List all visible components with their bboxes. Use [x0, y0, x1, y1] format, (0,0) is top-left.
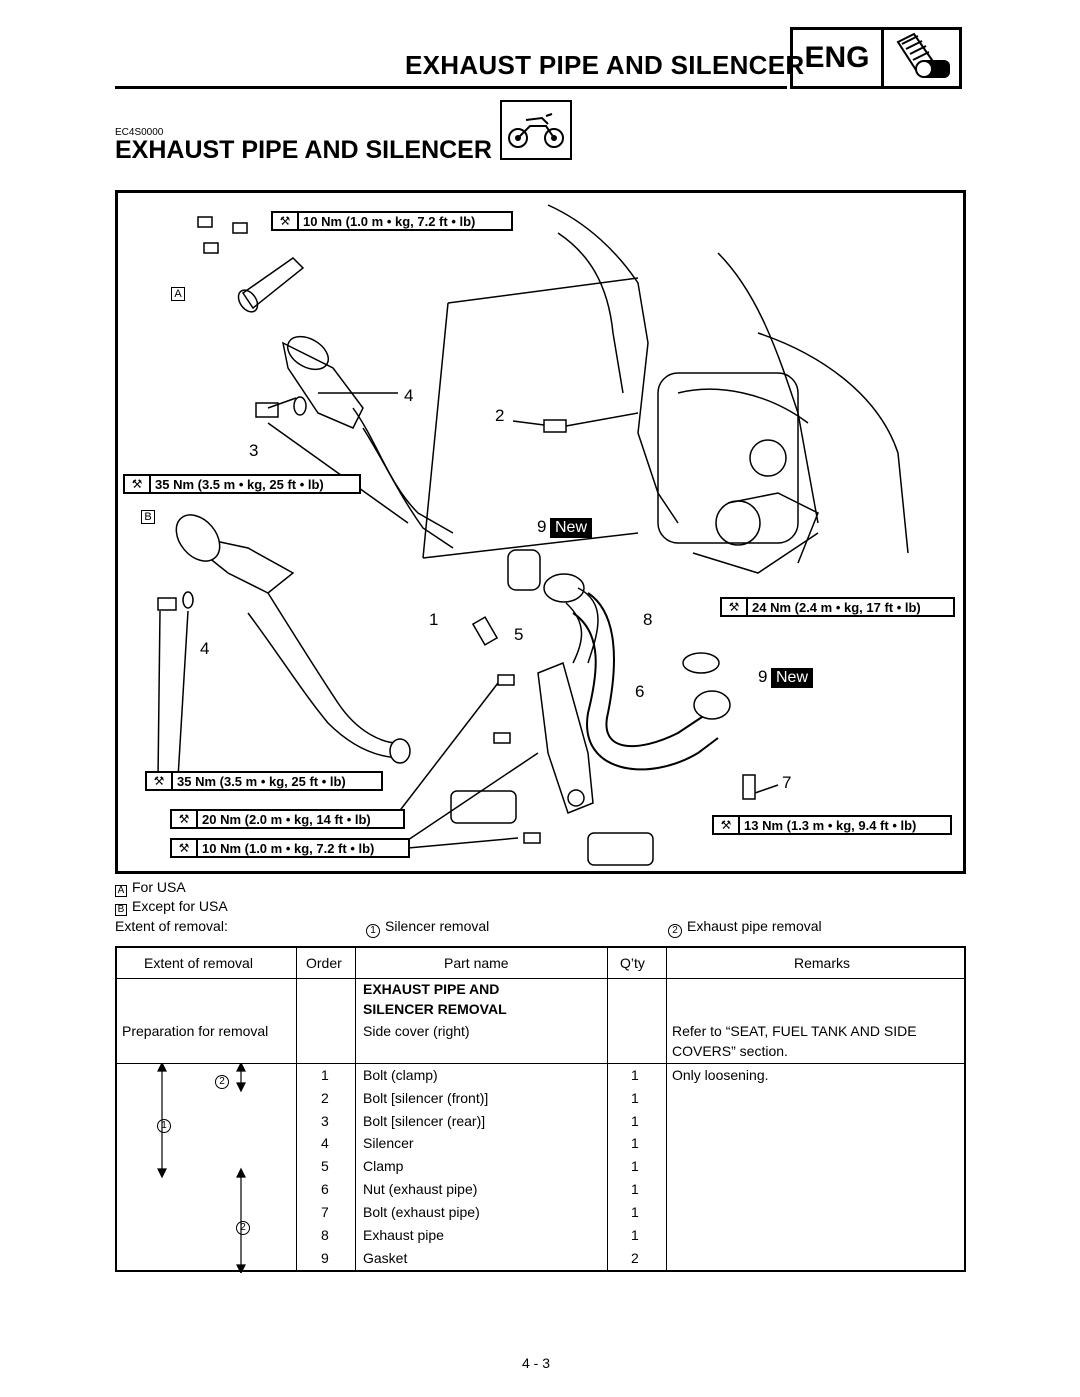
torque-wrench-icon: ⚒ [147, 773, 173, 789]
row-qty: 1 [631, 1181, 639, 1197]
row-qty: 1 [631, 1227, 639, 1243]
callout-number: 9 [758, 667, 768, 686]
group-title: SILENCER REMOVAL [363, 1001, 507, 1017]
torque-spec: ⚒ 24 Nm (2.4 m • kg, 17 ft • lb) [720, 597, 955, 617]
torque-wrench-icon: ⚒ [722, 599, 748, 615]
callout-number: 1 [429, 610, 439, 629]
torque-spec: ⚒ 10 Nm (1.0 m • kg, 7.2 ft • lb) [170, 838, 410, 858]
diagram-artwork [157, 204, 909, 866]
callout-number: 4 [200, 639, 210, 658]
callout-number: 9 [537, 517, 547, 536]
callout-number: 7 [782, 773, 792, 792]
col-header: Q’ty [620, 955, 645, 971]
col-header: Part name [444, 955, 509, 971]
callout-number: 5 [514, 625, 524, 644]
torque-wrench-icon: ⚒ [125, 476, 151, 492]
prep-part: Side cover (right) [363, 1023, 470, 1039]
page-number: 4 - 3 [522, 1355, 551, 1371]
row-qty: 2 [631, 1250, 639, 1266]
new-part-tag: New [550, 518, 593, 538]
row-qty: 1 [631, 1135, 639, 1151]
prep-remarks: Refer to “SEAT, FUEL TANK AND SIDE [672, 1023, 917, 1039]
extent-mark: 1 [157, 1113, 176, 1133]
torque-spec: ⚒ 35 Nm (3.5 m • kg, 25 ft • lb) [123, 474, 361, 494]
engine-icon [896, 32, 950, 78]
group-title: EXHAUST PIPE AND [363, 981, 500, 997]
row-part: Clamp [363, 1158, 404, 1174]
row-part: Exhaust pipe [363, 1227, 444, 1243]
row-part: Bolt (exhaust pipe) [363, 1204, 480, 1220]
section-title: EXHAUST PIPE AND SILENCER [115, 136, 492, 164]
row-order: 8 [321, 1227, 329, 1243]
torque-wrench-icon: ⚒ [172, 840, 198, 856]
callout-number: 8 [643, 610, 653, 629]
box-label-b: B [141, 510, 155, 524]
removal-table: Extent of removal Order Part name Q’ty R… [115, 946, 966, 1273]
callout-number: 6 [635, 682, 645, 701]
col-header: Remarks [794, 955, 851, 971]
motorcycle-icon [508, 113, 564, 148]
box-label-a: A [171, 287, 185, 301]
row-part: Bolt (clamp) [363, 1067, 438, 1083]
eng-badge: ENG [790, 27, 962, 89]
callout-number: 2 [495, 406, 505, 425]
row-qty: 1 [631, 1204, 639, 1220]
extent-mark: 2 [236, 1215, 255, 1235]
row-order: 3 [321, 1113, 329, 1129]
torque-wrench-icon: ⚒ [172, 811, 198, 827]
torque-spec: ⚒ 13 Nm (1.3 m • kg, 9.4 ft • lb) [712, 815, 952, 835]
row-part: Gasket [363, 1250, 408, 1266]
row-qty: 1 [631, 1113, 639, 1129]
page-header-title: EXHAUST PIPE AND SILENCER [405, 50, 805, 80]
torque-spec: ⚒ 20 Nm (2.0 m • kg, 14 ft • lb) [170, 809, 405, 829]
prep-remarks: COVERS” section. [672, 1043, 788, 1059]
row-order: 4 [321, 1135, 329, 1151]
row-order: 7 [321, 1204, 329, 1220]
row-part: Nut (exhaust pipe) [363, 1181, 478, 1197]
row-order: 9 [321, 1250, 329, 1266]
extent-label: Extent of removal: [115, 918, 228, 934]
extent-mark: 2 [215, 1069, 234, 1089]
callout-number: 4 [404, 386, 414, 405]
header-rule [115, 86, 787, 89]
row-order: 1 [321, 1067, 329, 1083]
torque-wrench-icon: ⚒ [273, 213, 299, 229]
callout-number: 3 [249, 441, 259, 460]
row-part: Bolt [silencer (rear)] [363, 1113, 486, 1129]
row-order: 5 [321, 1158, 329, 1174]
col-header: Extent of removal [144, 955, 253, 971]
frame-line [547, 204, 679, 524]
section-code: EC4S0000 [115, 127, 164, 138]
row-order: 6 [321, 1181, 329, 1197]
motorcycle-icon-box [500, 100, 572, 160]
torque-spec: ⚒ 10 Nm (1.0 m • kg, 7.2 ft • lb) [271, 211, 513, 231]
row-qty: 1 [631, 1090, 639, 1106]
row-part: Bolt [silencer (front)] [363, 1090, 489, 1106]
prep-extent: Preparation for removal [122, 1023, 269, 1039]
col-header: Order [306, 955, 342, 971]
new-part-tag: New [771, 668, 814, 688]
eng-badge-label: ENG [793, 30, 884, 86]
row-remarks: Only loosening. [672, 1067, 769, 1083]
extent-arrows [157, 1063, 246, 1273]
row-qty: 1 [631, 1067, 639, 1083]
exploded-diagram: A B ⚒ 10 Nm (1.0 m • kg, 7.2 ft • lb) ⚒ … [115, 190, 966, 874]
row-qty: 1 [631, 1158, 639, 1174]
row-order: 2 [321, 1090, 329, 1106]
torque-wrench-icon: ⚒ [714, 817, 740, 833]
torque-spec: ⚒ 35 Nm (3.5 m • kg, 25 ft • lb) [145, 771, 383, 791]
row-part: Silencer [363, 1135, 414, 1151]
